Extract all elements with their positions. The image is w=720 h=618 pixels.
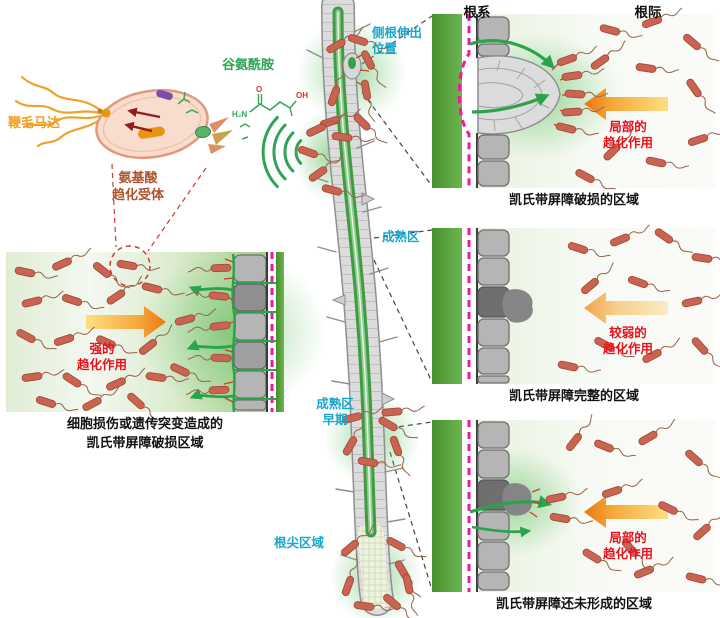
chemo-line1: 强的 <box>89 342 115 356</box>
signal-arcs <box>261 115 303 189</box>
caption-middle-right: 凯氏带屏障完整的区域 <box>508 388 639 403</box>
glutamine-network <box>186 253 276 413</box>
lateral-root-site-label: 侧根伸出 位置 <box>372 26 422 57</box>
root-illustration <box>294 6 428 618</box>
damaged-cell-blob <box>502 289 533 323</box>
root-tip-label: 根尖区域 <box>274 536 325 550</box>
lateral-root-site-line1: 侧根伸出 <box>372 26 423 40</box>
strong-chemotaxis-arrow <box>86 306 166 338</box>
early-mature-line1: 成熟区 <box>316 397 354 411</box>
epidermis-cells <box>477 16 510 187</box>
root-interior-strip <box>276 252 284 412</box>
caption-left-line2: 凯氏带屏障破损区域 <box>86 434 204 450</box>
glutamine-glow <box>137 250 327 414</box>
flagellar-motor <box>101 108 111 118</box>
early-mature-zone-label: 成熟区 早期 <box>310 397 360 428</box>
purple-protein <box>156 89 173 100</box>
receptor-label: 氨基酸 趋化受体 <box>94 170 182 204</box>
panel-bottom-right-illustration <box>432 413 720 592</box>
chemotaxis-label-middle-right: 较弱的 趋化作用 <box>582 325 674 358</box>
receptor-label-line1: 氨基酸 <box>118 170 158 185</box>
caption-top-right: 凯氏带屏障破损的区域 <box>508 192 639 207</box>
bacterium-body <box>95 88 209 160</box>
receptor-label-line2: 趋化受体 <box>111 186 164 202</box>
chemo-line1: 局部的 <box>609 120 647 134</box>
epidermis-cells <box>233 254 267 411</box>
glutamine-label: 谷氨酰胺 <box>222 57 275 72</box>
signal-arrow <box>124 121 153 133</box>
panel-top-right-illustration <box>432 6 720 196</box>
caption-left: 细胞损伤或遗传突变造成的 凯氏带屏障破损区域 <box>6 415 284 453</box>
caption-bottom-right: 凯氏带屏障还未形成的区域 <box>495 596 652 611</box>
epidermis-cells <box>477 421 510 591</box>
glutamine-molecule: H₂N O OH <box>232 85 308 119</box>
chemotaxis-label-top-right: 局部的 趋化作用 <box>582 119 674 152</box>
panel-left-illustration <box>6 245 327 427</box>
chemoreceptors <box>195 117 233 154</box>
bacterium-illustration: H₂N O OH <box>14 75 308 189</box>
chemo-line1: 局部的 <box>609 531 647 545</box>
chemo-line1: 较弱的 <box>609 326 647 340</box>
panel-middle-right-illustration <box>432 223 720 384</box>
lateral-root-stubs <box>331 192 396 406</box>
signal-arrow <box>127 107 161 119</box>
chemo-line2: 趋化作用 <box>602 136 653 151</box>
chemotaxis-arrow <box>584 496 668 528</box>
casparian-strip-dashed <box>457 14 471 188</box>
weak-chemotaxis-arrow <box>584 292 668 324</box>
chemotaxis-label-bottom-right: 局部的 趋化作用 <box>582 530 674 563</box>
flagellar-motor-label: 鞭毛马达 <box>8 115 61 130</box>
early-mature-line2: 早期 <box>322 412 348 427</box>
mature-zone-label: 成熟区 <box>382 230 420 244</box>
lateral-root-primordium <box>342 52 370 88</box>
header-root-system: 根系 <box>463 5 491 20</box>
root-interior-strip <box>432 14 462 188</box>
amine-atom-label: H₂N <box>232 110 247 119</box>
attachment-pili <box>529 488 543 518</box>
panel-connector-lines <box>111 15 433 591</box>
chemo-line2: 趋化作用 <box>602 547 653 562</box>
glutamine-leak-arrows <box>469 495 552 538</box>
oxygen-atom-label: O <box>256 85 262 94</box>
glutamine-leak-arrows <box>469 39 555 114</box>
epidermis-cells <box>477 229 510 384</box>
damaged-cell-blob <box>502 483 532 516</box>
flagella <box>14 75 103 148</box>
chemo-line2: 趋化作用 <box>602 342 653 357</box>
chemotaxis-arrow <box>584 88 668 120</box>
lateral-root-site-line2: 位置 <box>372 41 398 56</box>
chemotaxis-label-left: 强的 趋化作用 <box>56 341 148 374</box>
ligand-molecules <box>177 91 251 140</box>
caption-left-line1: 细胞损伤或遗传突变造成的 <box>66 416 223 431</box>
header-rhizosphere: 根际 <box>634 5 662 20</box>
hydroxyl-atom-label: OH <box>296 91 308 100</box>
chemo-line2: 趋化作用 <box>76 358 127 373</box>
